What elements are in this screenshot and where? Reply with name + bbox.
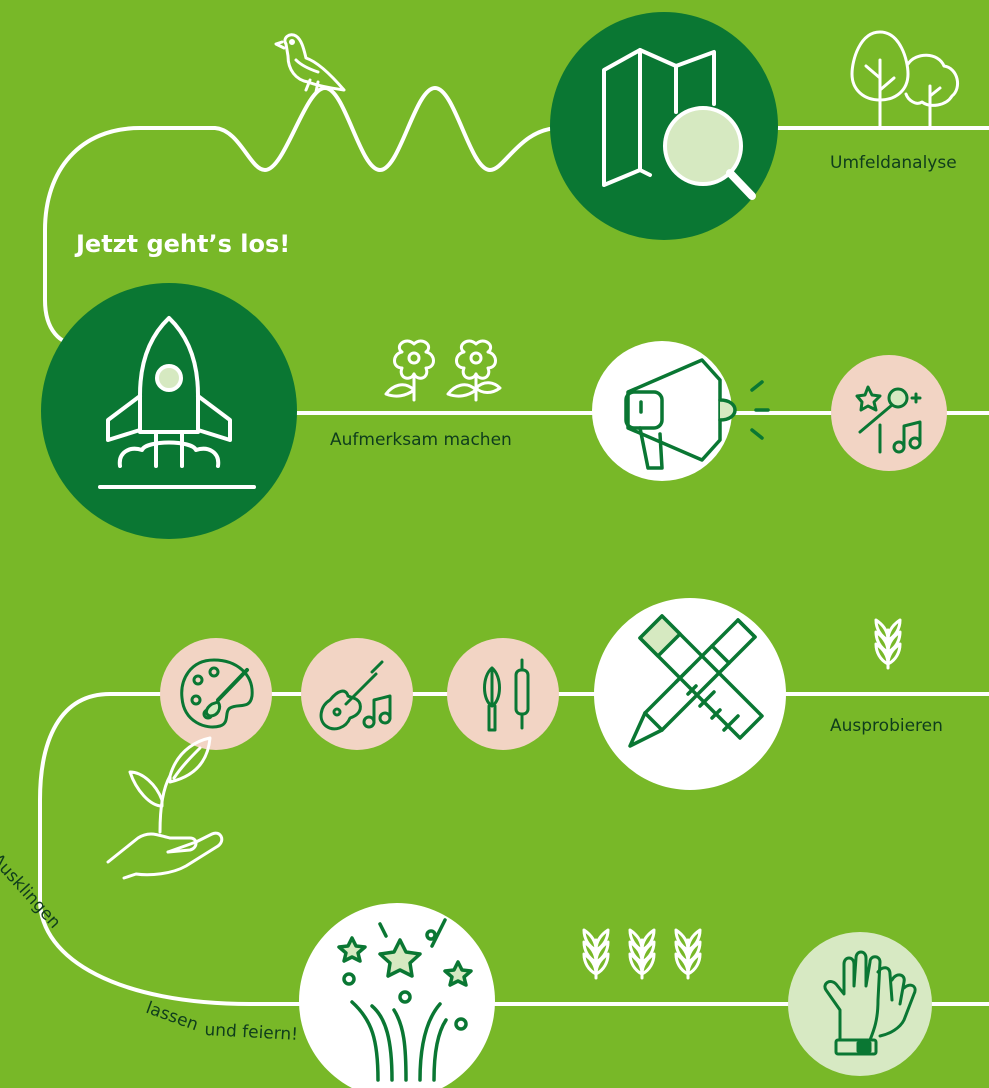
map-magnifier-icon	[602, 48, 756, 200]
ruler-pencil-icon	[628, 614, 764, 748]
attention-circle	[592, 341, 770, 481]
wheat-triple-icon	[582, 928, 702, 980]
palette-circle	[160, 638, 272, 750]
fireworks-icon	[337, 918, 473, 1082]
wheat-icon	[874, 618, 902, 670]
rocket-icon	[98, 316, 256, 489]
baking-circle	[447, 638, 559, 750]
celebration-circle	[299, 903, 495, 1088]
try-circle	[594, 598, 786, 790]
trees-icon	[850, 30, 960, 130]
gloves-icon	[823, 950, 917, 1056]
palette-icon	[180, 658, 254, 729]
guitar-music-icon	[319, 660, 392, 731]
microphone-music-icon	[855, 385, 922, 454]
bird-icon	[274, 33, 346, 94]
attention-label: Aufmerksam machen	[330, 430, 512, 450]
start-circle	[41, 283, 297, 539]
analysis-circle	[550, 12, 778, 240]
flowers-icon	[384, 339, 502, 402]
music-circle	[301, 638, 413, 750]
whisk-rolling-pin-icon	[483, 658, 530, 732]
seedling-hand-icon	[106, 736, 224, 880]
gardening-circle	[788, 932, 932, 1076]
analysis-label: Umfeldanalyse	[830, 153, 957, 173]
try-label: Ausprobieren	[830, 716, 943, 736]
megaphone-icon	[624, 358, 770, 470]
performance-circle	[831, 355, 947, 471]
start-label: Jetzt geht’s los!	[76, 230, 291, 258]
